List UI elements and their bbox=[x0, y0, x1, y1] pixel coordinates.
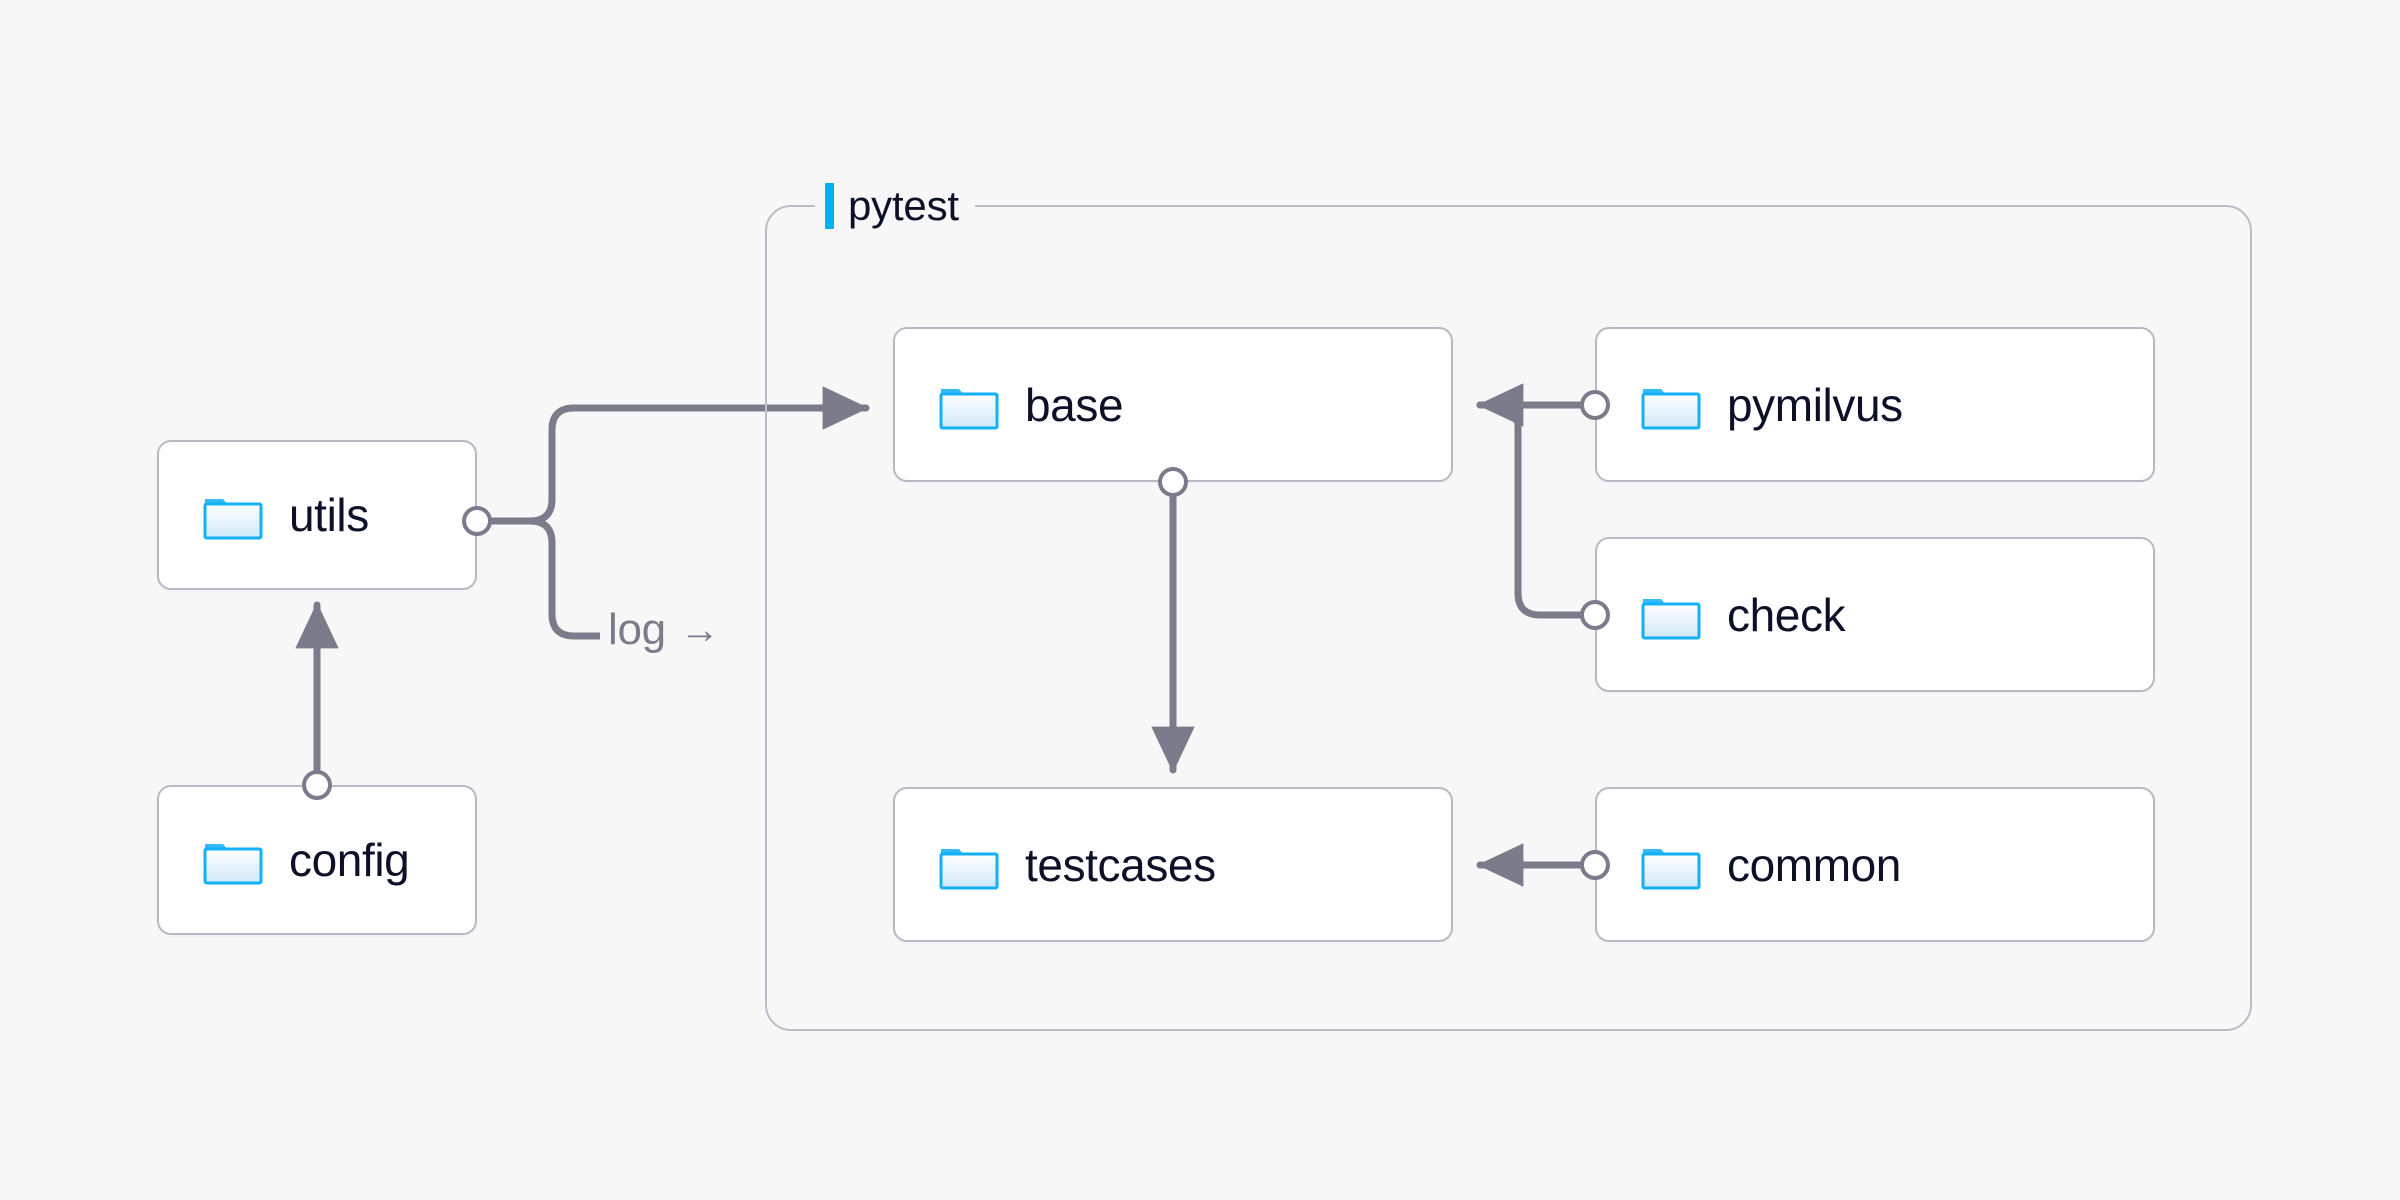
node-utils[interactable]: utils bbox=[157, 440, 477, 590]
node-common[interactable]: common bbox=[1595, 787, 2155, 942]
node-label-common: common bbox=[1727, 838, 1901, 891]
folder-icon bbox=[1641, 598, 1701, 639]
arrow-right-icon: → bbox=[679, 608, 720, 652]
node-base[interactable]: base bbox=[893, 327, 1453, 482]
node-label-base: base bbox=[1025, 378, 1124, 431]
node-label-config: config bbox=[289, 834, 410, 886]
folder-icon bbox=[203, 844, 263, 885]
edge-label-log: log → bbox=[600, 608, 728, 652]
group-accent-bar bbox=[825, 183, 834, 229]
folder-icon bbox=[939, 848, 999, 889]
node-label-testcases: testcases bbox=[1025, 838, 1216, 891]
folder-icon bbox=[1641, 388, 1701, 429]
node-testcases[interactable]: testcases bbox=[893, 787, 1453, 942]
port-utils-right[interactable] bbox=[462, 506, 492, 536]
port-config-top[interactable] bbox=[302, 770, 332, 800]
port-base-bottom[interactable] bbox=[1158, 467, 1188, 497]
port-common-left[interactable] bbox=[1580, 850, 1610, 880]
port-check-left[interactable] bbox=[1580, 600, 1610, 630]
pytest-group-label: pytest bbox=[815, 180, 975, 232]
node-check[interactable]: check bbox=[1595, 537, 2155, 692]
group-label-text: pytest bbox=[848, 182, 959, 229]
node-pymilvus[interactable]: pymilvus bbox=[1595, 327, 2155, 482]
node-label-pymilvus: pymilvus bbox=[1727, 378, 1903, 431]
port-pymilvus-left[interactable] bbox=[1580, 390, 1610, 420]
pytest-group-container[interactable] bbox=[765, 205, 2252, 1031]
folder-icon bbox=[1641, 848, 1701, 889]
node-config[interactable]: config bbox=[157, 785, 477, 935]
node-label-utils: utils bbox=[289, 489, 369, 541]
edge-utils-to-log bbox=[526, 517, 604, 640]
folder-icon bbox=[939, 388, 999, 429]
node-label-check: check bbox=[1727, 588, 1846, 641]
folder-icon bbox=[203, 499, 263, 540]
edge-label-log-text: log bbox=[608, 605, 666, 654]
